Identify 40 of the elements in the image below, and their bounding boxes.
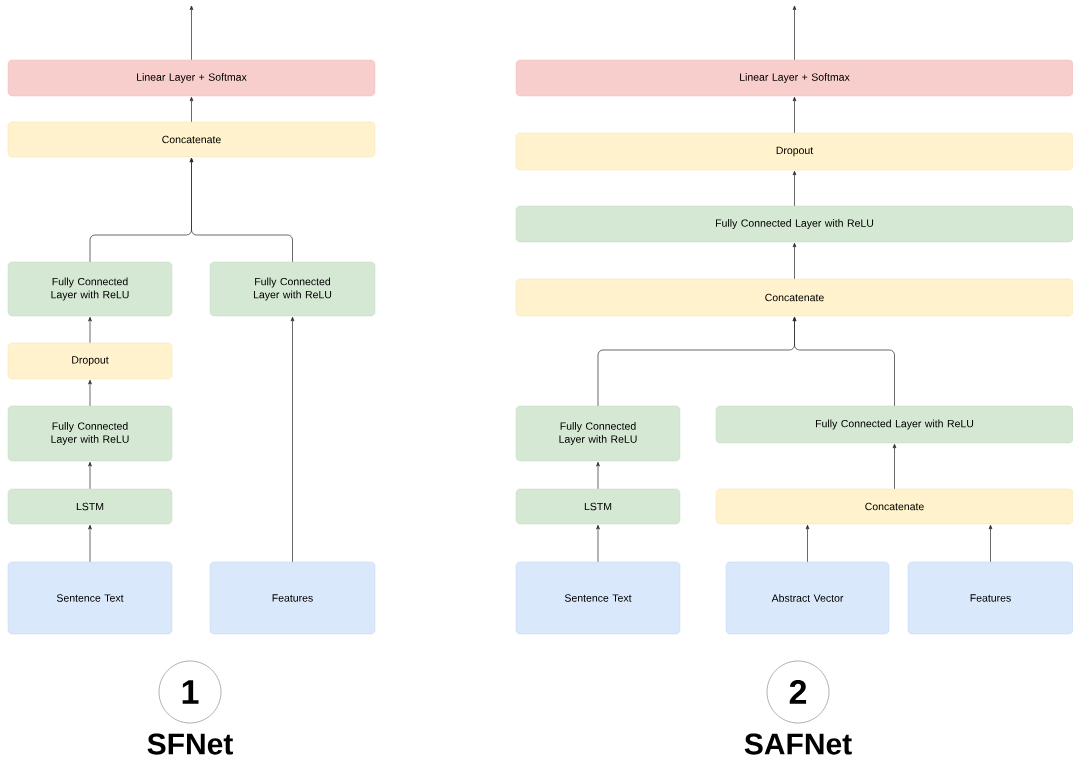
input-box: Sentence Text xyxy=(7,561,173,635)
layer-box: Fully Connected Layer with ReLU xyxy=(7,261,173,317)
layer-box: Fully Connected Layer with ReLU xyxy=(7,405,173,462)
layer-box: Concatenate xyxy=(515,278,1073,317)
arrow xyxy=(792,5,797,61)
arrow xyxy=(792,170,797,207)
arrow xyxy=(792,96,797,134)
output-layer-box: Linear Layer + Softmax xyxy=(7,59,376,97)
arrow xyxy=(189,5,194,61)
arrow xyxy=(805,524,810,563)
layer-box: Dropout xyxy=(7,342,173,380)
input-box: Features xyxy=(209,561,376,635)
arrow xyxy=(88,379,92,407)
arrow xyxy=(88,316,92,344)
arrow xyxy=(290,316,295,563)
arrow xyxy=(596,524,600,563)
arrow xyxy=(88,461,92,490)
layer-box: Dropout xyxy=(515,132,1073,171)
arrow xyxy=(792,242,797,280)
input-box: Abstract Vector xyxy=(725,561,890,635)
network-name: SAFNet xyxy=(744,733,852,755)
arrow xyxy=(189,96,194,123)
layer-box: Fully Connected Layer with ReLU xyxy=(715,405,1073,444)
input-box: Features xyxy=(907,561,1073,635)
layer-box: LSTM xyxy=(515,488,681,525)
arrow xyxy=(988,524,993,563)
layer-box: Concatenate xyxy=(715,488,1073,525)
input-box: Sentence Text xyxy=(515,561,681,635)
layer-box: LSTM xyxy=(7,488,173,525)
layer-box: Fully Connected Layer with ReLU xyxy=(515,205,1073,243)
arrow xyxy=(88,524,92,563)
output-layer-box: Linear Layer + Softmax xyxy=(515,59,1073,97)
arrow xyxy=(596,461,600,490)
arrow xyxy=(189,157,293,263)
layer-box: Fully Connected Layer with ReLU xyxy=(515,405,681,462)
layer-box: Concatenate xyxy=(7,121,376,158)
arrow xyxy=(892,443,897,490)
arrow xyxy=(792,316,895,407)
network-name: SFNet xyxy=(147,733,233,755)
layer-box: Fully Connected Layer with ReLU xyxy=(209,261,376,317)
